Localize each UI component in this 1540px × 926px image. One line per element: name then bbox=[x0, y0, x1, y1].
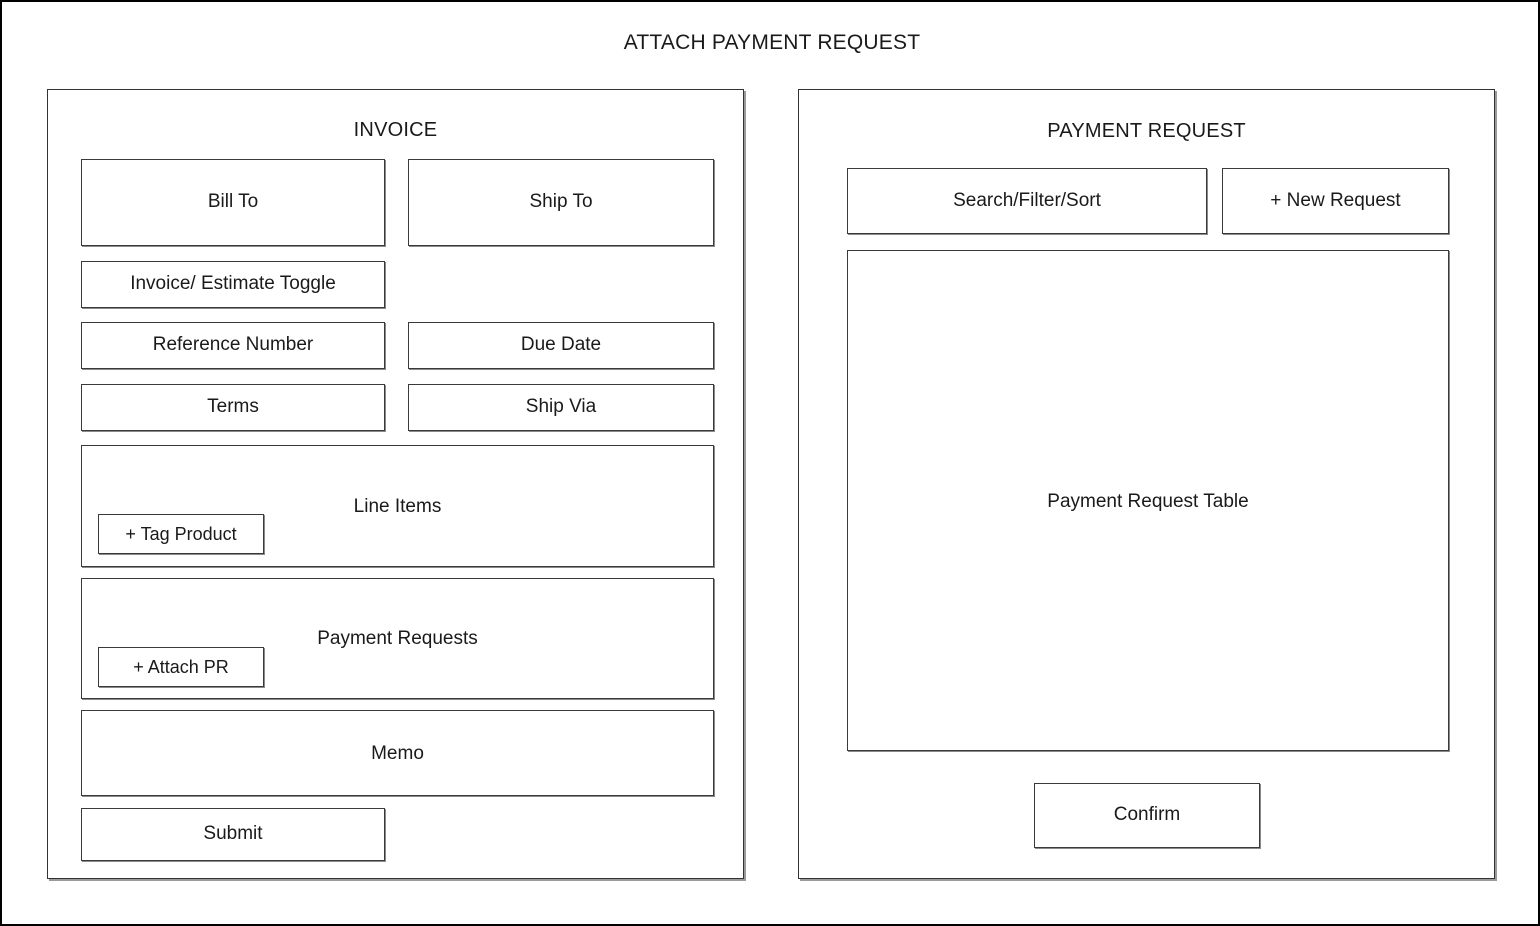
field-bill-to[interactable]: Bill To bbox=[81, 159, 385, 246]
tag-product-button[interactable]: + Tag Product bbox=[98, 514, 264, 554]
confirm-button-label: Confirm bbox=[1113, 804, 1181, 826]
submit-button-label: Submit bbox=[203, 823, 263, 845]
line-items-label: Line Items bbox=[353, 496, 442, 517]
attach-pr-button[interactable]: + Attach PR bbox=[98, 647, 264, 687]
new-request-label: + New Request bbox=[1270, 189, 1401, 211]
payment-requests-label: Payment Requests bbox=[317, 628, 478, 649]
payment-request-table-label: Payment Request Table bbox=[1047, 491, 1249, 512]
field-ship-to-label: Ship To bbox=[529, 191, 593, 213]
field-terms-label: Terms bbox=[207, 396, 259, 418]
line-items-area: Line Items + Tag Product bbox=[81, 445, 714, 567]
search-filter-sort-label: Search/Filter/Sort bbox=[953, 189, 1101, 211]
memo-label: Memo bbox=[371, 743, 424, 764]
confirm-button[interactable]: Confirm bbox=[1034, 783, 1260, 848]
field-ship-via[interactable]: Ship Via bbox=[408, 384, 714, 431]
search-filter-sort-button[interactable]: Search/Filter/Sort bbox=[847, 168, 1207, 234]
page-title: ATTACH PAYMENT REQUEST bbox=[623, 31, 921, 54]
new-request-button[interactable]: + New Request bbox=[1222, 168, 1449, 234]
invoice-estimate-toggle[interactable]: Invoice/ Estimate Toggle bbox=[81, 261, 385, 308]
payment-request-panel-title: PAYMENT REQUEST bbox=[1047, 120, 1246, 142]
field-ship-via-label: Ship Via bbox=[525, 396, 597, 418]
submit-button[interactable]: Submit bbox=[81, 808, 385, 861]
memo-area[interactable]: Memo bbox=[81, 710, 714, 796]
field-reference-number-label: Reference Number bbox=[152, 334, 314, 356]
field-due-date-label: Due Date bbox=[520, 334, 602, 356]
invoice-panel-title: INVOICE bbox=[353, 119, 438, 141]
payment-request-table[interactable]: Payment Request Table bbox=[847, 250, 1449, 751]
field-bill-to-label: Bill To bbox=[207, 191, 259, 213]
field-due-date[interactable]: Due Date bbox=[408, 322, 714, 369]
field-terms[interactable]: Terms bbox=[81, 384, 385, 431]
field-reference-number[interactable]: Reference Number bbox=[81, 322, 385, 369]
payment-requests-area: Payment Requests + Attach PR bbox=[81, 578, 714, 699]
invoice-estimate-toggle-label: Invoice/ Estimate Toggle bbox=[130, 273, 336, 295]
field-ship-to[interactable]: Ship To bbox=[408, 159, 714, 246]
